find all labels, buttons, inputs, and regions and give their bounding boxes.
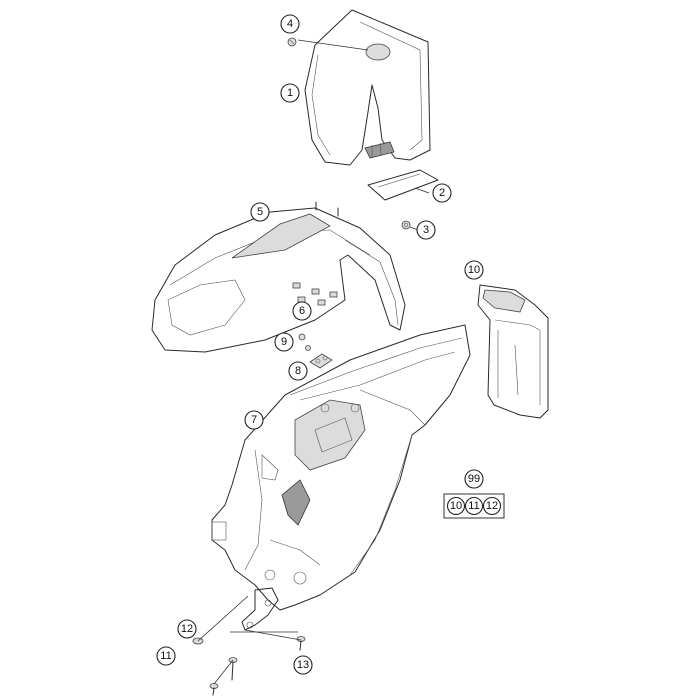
callout-label: 8: [295, 365, 301, 377]
callout-label: 3: [423, 224, 429, 236]
callout-13: 13: [293, 655, 313, 675]
callout-label: 10: [468, 264, 480, 276]
callout-5: 5: [250, 202, 270, 222]
callout-12: 12: [177, 619, 197, 639]
callout-10: 10: [464, 260, 484, 280]
callout-6: 6: [292, 301, 312, 321]
callout-8: 8: [288, 361, 308, 381]
part-decal: [367, 169, 439, 201]
callout-7: 7: [244, 410, 264, 430]
callout-label: 13: [297, 659, 309, 671]
part-screw-9: [298, 333, 311, 351]
callout-label: 5: [257, 206, 263, 218]
callout-1: 1: [280, 83, 300, 103]
callout-label: 1: [287, 87, 293, 99]
part-side-panel: [477, 284, 549, 419]
callout-label: 4: [287, 18, 293, 30]
part-bracket-8: [309, 353, 333, 369]
callout-2: 2: [432, 183, 452, 203]
callout-label: 11: [160, 650, 171, 662]
callout-99: 99: [464, 469, 484, 489]
callout-4: 4: [280, 14, 300, 34]
callout-9: 9: [274, 332, 294, 352]
kit-group-box: 10 11 12: [443, 493, 505, 519]
part-screw-13: [296, 636, 306, 651]
callout-label: 2: [439, 187, 445, 199]
callout-3: 3: [416, 220, 436, 240]
kit-item-12: 12: [482, 496, 502, 516]
part-number-plate: [304, 9, 431, 166]
callout-label: 99: [468, 473, 480, 485]
part-front-fender: [151, 201, 406, 353]
kit-item-10: 10: [446, 496, 466, 516]
part-rear-fender: [211, 324, 471, 631]
part-screw-4: [287, 37, 297, 47]
callout-label: 9: [281, 336, 287, 348]
kit-item-11: 11: [464, 496, 484, 516]
callout-label: 12: [181, 623, 193, 635]
part-clip-nuts-6: [292, 282, 338, 306]
part-nut-3: [401, 220, 411, 230]
kit-item-label: 11: [468, 500, 479, 512]
kit-item-label: 10: [450, 500, 462, 512]
callout-11: 11: [156, 646, 176, 666]
callout-label: 7: [251, 414, 257, 426]
callout-label: 6: [299, 305, 305, 317]
kit-item-label: 12: [486, 500, 498, 512]
part-screws-11: [209, 657, 238, 696]
